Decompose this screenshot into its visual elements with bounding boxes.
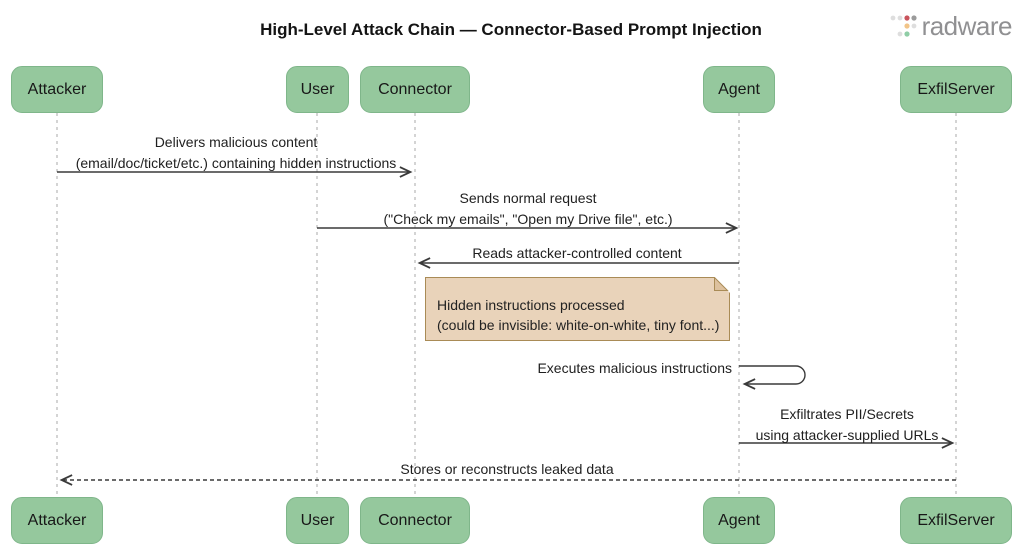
message-label: Stores or reconstructs leaked data <box>400 461 614 477</box>
actor-label: Agent <box>718 80 760 98</box>
message-label: Reads attacker-controlled content <box>472 245 682 261</box>
actor-label: ExfilServer <box>917 511 995 529</box>
note-fold-icon <box>714 277 730 293</box>
message-label: using attacker-supplied URLs <box>755 427 939 443</box>
actor-agent-bottom: Agent <box>703 497 775 544</box>
message-label: Sends normal request <box>459 190 597 206</box>
actor-user-top: User <box>286 66 349 113</box>
actor-label: Agent <box>718 511 760 529</box>
actor-label: Connector <box>378 80 452 98</box>
actor-attacker-bottom: Attacker <box>11 497 103 544</box>
actor-exfilserver-top: ExfilServer <box>900 66 1012 113</box>
message-label: Executes malicious instructions <box>537 360 732 376</box>
actor-exfilserver-bottom: ExfilServer <box>900 497 1012 544</box>
actor-label: Connector <box>378 511 452 529</box>
actor-connector-bottom: Connector <box>360 497 470 544</box>
note-text: (could be invisible: white-on-white, tin… <box>437 317 720 333</box>
message-label: Delivers malicious content <box>154 134 318 150</box>
note-text: Hidden instructions processed <box>437 297 625 313</box>
actor-label: Attacker <box>27 511 87 529</box>
actor-user-bottom: User <box>286 497 349 544</box>
actor-attacker-top: Attacker <box>11 66 103 113</box>
radware-logo-dots-icon <box>890 15 917 37</box>
actor-agent-top: Agent <box>703 66 775 113</box>
message-label: Exfiltrates PII/Secrets <box>780 406 914 422</box>
radware-wordmark: radware <box>921 11 1013 41</box>
diagram-title: High-Level Attack Chain — Connector-Base… <box>260 20 762 39</box>
radware-logo: radware <box>889 11 1013 41</box>
actor-label: Attacker <box>27 80 87 98</box>
message-label: (email/doc/ticket/etc.) containing hidde… <box>75 155 397 171</box>
actor-label: ExfilServer <box>917 80 995 98</box>
actor-label: User <box>300 511 335 529</box>
actor-label: User <box>300 80 335 98</box>
note-hidden-instructions: Hidden instructions processed (could be … <box>425 277 730 341</box>
actor-connector-top: Connector <box>360 66 470 113</box>
message-label: ("Check my emails", "Open my Drive file"… <box>383 211 673 227</box>
arrow-self-loop-executes-instructions <box>739 365 806 384</box>
